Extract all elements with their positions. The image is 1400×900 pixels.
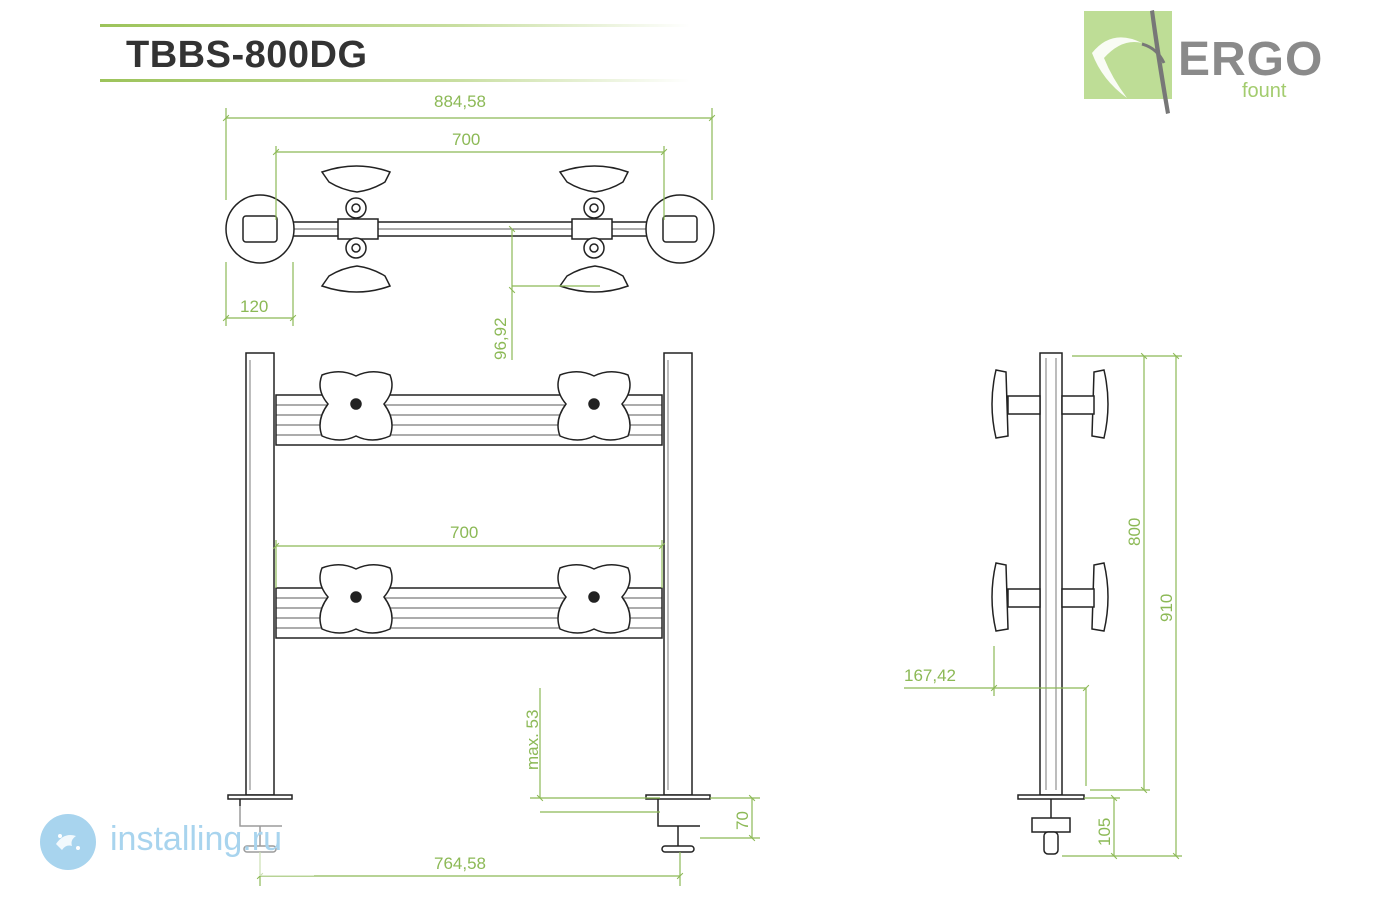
side-head-lower bbox=[991, 562, 1109, 632]
post-left bbox=[245, 352, 275, 796]
dim-front-max: max. 53 bbox=[523, 710, 542, 770]
post-right bbox=[663, 352, 693, 796]
title-block: TBBS-800DG bbox=[100, 22, 690, 84]
side-clamp bbox=[1017, 794, 1085, 855]
dim-side-910: 910 bbox=[1157, 594, 1176, 622]
ergo-logo: ERGO fount bbox=[1082, 8, 1322, 118]
front-view-dimensions bbox=[256, 540, 760, 886]
watermark-text: installing.ru bbox=[110, 820, 282, 858]
top-view bbox=[225, 165, 715, 293]
mount-head-top-left bbox=[320, 165, 392, 293]
side-view-dimensions bbox=[904, 352, 1182, 860]
dim-top-clamp: 120 bbox=[240, 297, 268, 316]
dim-side-800: 800 bbox=[1125, 518, 1144, 546]
title-rule-top bbox=[100, 24, 690, 27]
dim-front-clamp: 70 bbox=[733, 811, 752, 830]
brand-sub: fount bbox=[1242, 80, 1287, 102]
dim-front-arm: 700 bbox=[450, 523, 478, 542]
dim-side-depth: 167,42 bbox=[904, 666, 956, 685]
side-post bbox=[1039, 352, 1063, 796]
dim-top-arm: 700 bbox=[452, 130, 480, 149]
front-view bbox=[227, 352, 711, 853]
dim-top-overall: 884,58 bbox=[434, 92, 486, 111]
dim-top-offset: 96,92 bbox=[491, 317, 510, 360]
vesa-plate-upper-left bbox=[319, 371, 393, 441]
ergo-swoosh-icon bbox=[1092, 10, 1170, 114]
vesa-plate-lower-right bbox=[557, 564, 631, 634]
watermark: installing.ru bbox=[22, 806, 314, 876]
vesa-plate-lower-left bbox=[319, 564, 393, 634]
desk-clamp-right bbox=[645, 794, 711, 853]
bird-icon bbox=[40, 814, 96, 870]
page-title: TBBS-800DG bbox=[126, 34, 368, 76]
side-view bbox=[991, 352, 1109, 855]
dim-front-base: 764,58 bbox=[434, 854, 486, 873]
top-view-dimensions bbox=[222, 108, 716, 360]
title-rule-bottom bbox=[100, 79, 690, 82]
vesa-plate-upper-right bbox=[557, 371, 631, 441]
brand-name: ERGO bbox=[1178, 33, 1324, 86]
dim-side-105: 105 bbox=[1095, 818, 1114, 846]
side-head-upper bbox=[991, 369, 1109, 439]
